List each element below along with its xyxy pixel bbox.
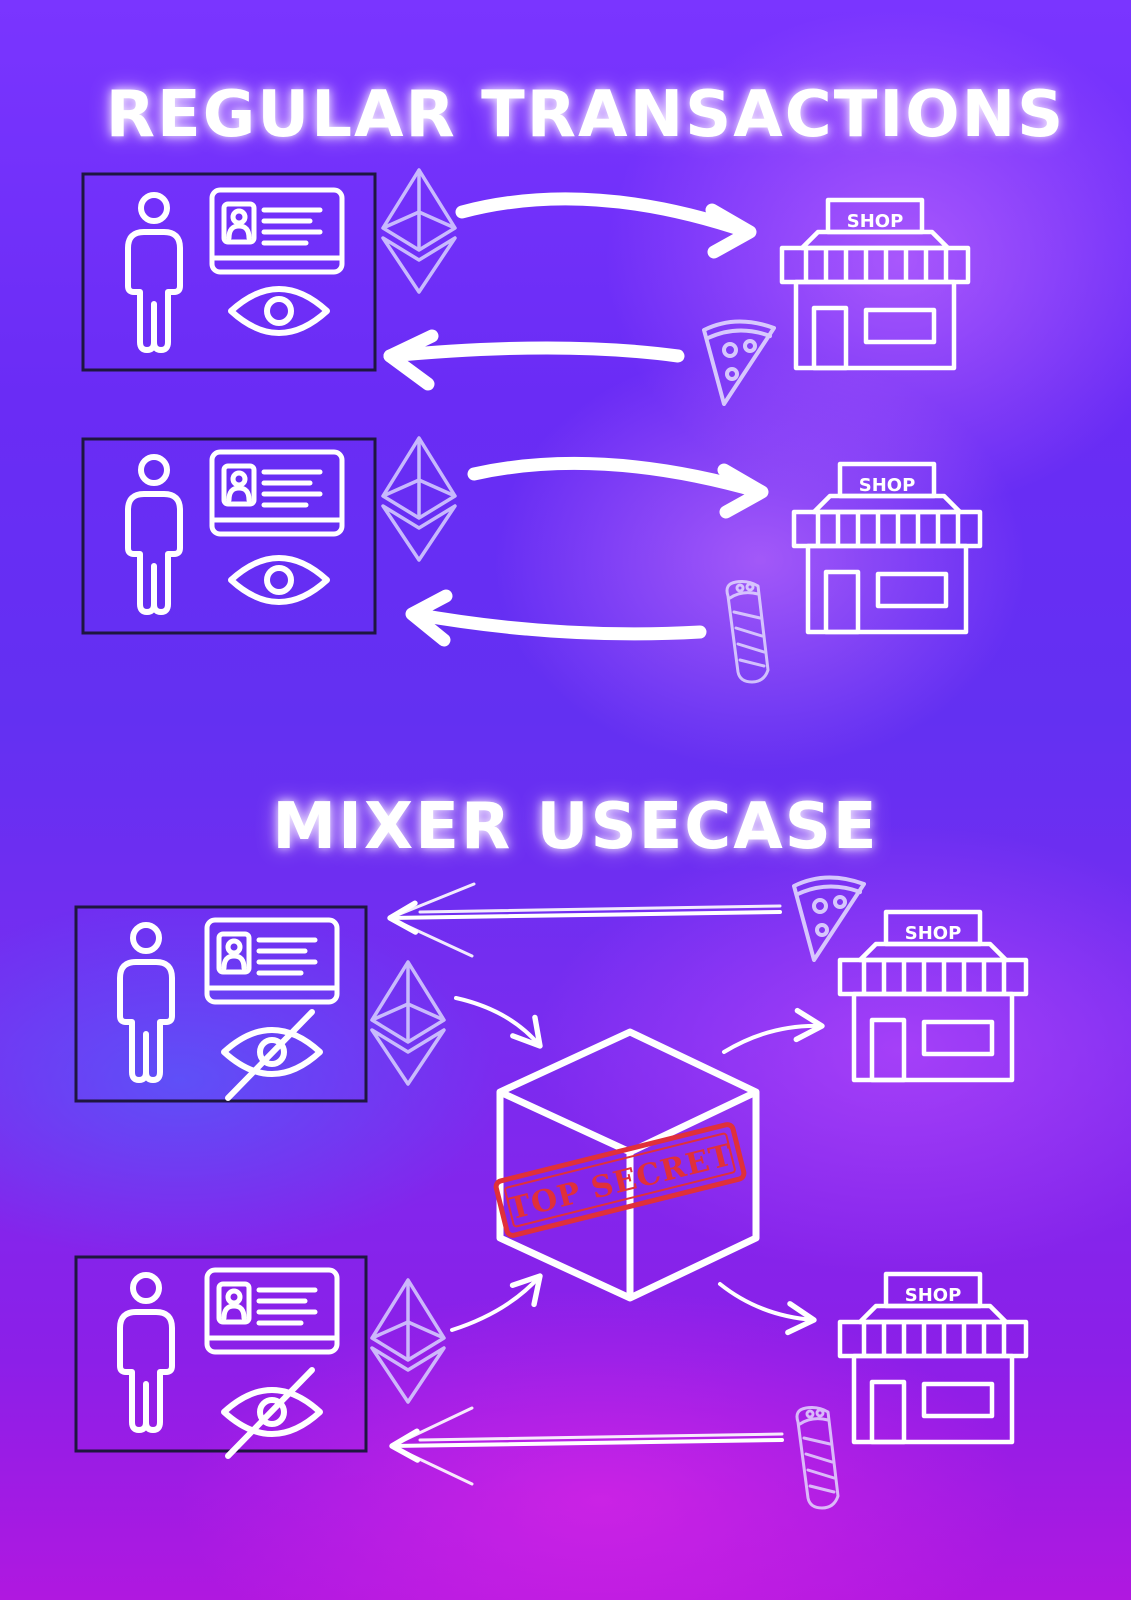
deposit-arrow (454, 996, 543, 1049)
user-frame-2 (81, 437, 377, 635)
arrowhead (705, 203, 757, 259)
arrowhead (390, 1406, 784, 1486)
person-icon (128, 195, 180, 350)
ethereum-icon (370, 1278, 446, 1404)
arrowhead (388, 882, 782, 958)
person-icon (120, 925, 172, 1080)
user-frame-3 (74, 905, 368, 1103)
id-card-icon (207, 1270, 337, 1352)
box-icon (496, 1028, 760, 1302)
eye-icon (231, 289, 327, 333)
shop-label: SHOP (859, 475, 916, 496)
shop-label: SHOP (905, 923, 962, 944)
person-icon (120, 1275, 172, 1430)
payment-arrow (467, 456, 767, 499)
title-regular-transactions: REGULAR TRANSACTIONS (105, 78, 1066, 152)
withdraw-arrow (718, 1282, 817, 1336)
title-mixer-usecase: MIXER USECASE (272, 790, 879, 864)
top-secret-stamp: TOP SECRET (493, 1122, 747, 1238)
eye-icon (231, 558, 327, 602)
goods-arrow (387, 900, 782, 935)
pizza-icon (792, 875, 866, 962)
arrowhead (405, 589, 453, 647)
pizza-icon (702, 319, 776, 406)
goods-arrow (383, 341, 685, 363)
user-frame-1 (81, 172, 377, 372)
payment-arrow (455, 192, 755, 239)
ethereum-icon (370, 960, 446, 1086)
shop-label: SHOP (905, 1285, 962, 1306)
goods-arrow (389, 1428, 784, 1463)
eye-slash-icon (224, 1009, 320, 1101)
id-card-icon (207, 920, 337, 1002)
ethereum-icon (381, 436, 457, 562)
shop-label: SHOP (847, 211, 904, 232)
goods-arrow (407, 607, 707, 641)
ethereum-icon (381, 168, 457, 294)
arrowhead (717, 463, 769, 519)
arrowhead (383, 329, 439, 391)
id-card-icon (212, 452, 342, 534)
eye-slash-icon (224, 1367, 320, 1459)
user-frame-4 (74, 1255, 368, 1453)
id-card-icon (212, 190, 342, 272)
burrito-icon (795, 1406, 840, 1510)
burrito-icon (725, 580, 770, 684)
deposit-arrow (450, 1273, 543, 1332)
person-icon (128, 457, 180, 612)
withdraw-arrow (722, 1007, 825, 1054)
